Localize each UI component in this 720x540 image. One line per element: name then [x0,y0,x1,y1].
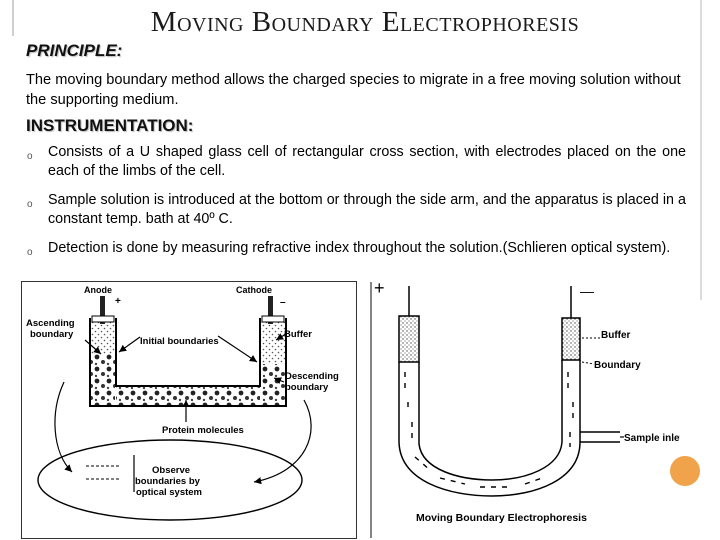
protein-label: Protein molecules [162,425,244,436]
boundary-label: Boundary [594,360,641,371]
u-tube-diagram: Anode + Cathode – Ascending boundary Ini… [21,281,357,539]
u-tube-outer [398,360,581,497]
right-buffer-column [561,317,581,361]
observe-label-3: optical system [136,487,202,498]
instrumentation-heading: INSTRUMENTATION: [26,116,194,135]
anode-label: Anode [84,285,112,295]
bullet-text: Sample solution is introduced at the bot… [48,192,686,227]
bullet-text: Consists of a U shaped glass cell of rec… [48,144,686,179]
list-item: o Sample solution is introduced at the bo… [26,191,686,229]
bullet-marker: o [27,199,33,210]
list-item: o Consists of a U shaped glass cell of re… [26,143,686,181]
cathode-electrode [268,296,273,324]
slide-number-badge [670,456,700,486]
observe-label-2: boundaries by [135,476,201,487]
bullet-text: Detection is done by measuring refractiv… [48,240,671,256]
minus-sign: – [280,297,286,308]
u-tube-svg: Anode + Cathode – Ascending boundary Ini… [26,285,339,521]
cathode-label: Cathode [236,285,272,295]
figure-caption: Moving Boundary Electrophoresis [416,512,587,524]
instrumentation-list: o Consists of a U shaped glass cell of re… [26,143,686,268]
minus-sign: — [580,283,594,299]
list-item: o Detection is done by measuring refracti… [26,239,686,258]
moving-boundary-diagram: + — Buffer Boundary Sample inlet Moving … [370,282,680,538]
descending-label-1: Descending [285,371,339,382]
buffer-label: Buffer [601,330,631,341]
moving-boundary-svg: + — Buffer Boundary Sample inlet Moving … [370,282,680,538]
bullet-marker: o [27,247,33,258]
plus-sign: + [115,296,121,307]
optical-system-ellipse [37,439,303,521]
descending-label-2: boundary [285,382,329,393]
slide-title: Moving Boundary Electrophoresis [150,6,580,38]
bullet-marker: o [27,151,33,162]
ascending-label-1: Ascending [26,318,75,329]
buffer-label: Buffer [284,329,312,340]
left-buffer-column [398,315,420,363]
anode-electrode [100,296,105,324]
principle-text: The moving boundary method allows the ch… [26,72,681,108]
principle-heading: PRINCIPLE: [26,41,123,60]
ascending-label-2: boundary [30,329,74,340]
u-tube-inner [418,360,563,481]
plus-sign: + [374,282,385,298]
sample-inlet-label: Sample inlet [624,433,680,444]
initial-boundaries-label: Initial boundaries [140,336,219,347]
u-tube-inner [115,318,261,387]
observe-label-1: Observe [152,465,190,476]
